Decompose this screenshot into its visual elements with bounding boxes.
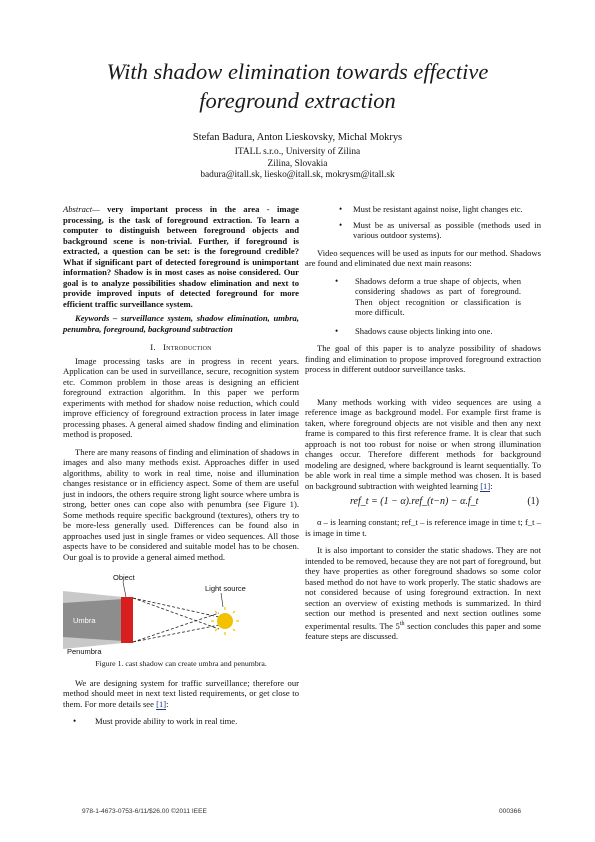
intro-paragraph-1: Image processing tasks are in progress i… [63,355,299,440]
intro-paragraph-6: Many methods working with video sequence… [305,397,541,492]
paragraph-text: : [490,480,493,491]
list-item-text: Must be resistant against noise, light c… [353,204,523,214]
list-item: • Shadows deform a true shape of objects,… [305,276,521,318]
right-column: • Must be resistant against noise, light … [305,204,541,641]
bullet-icon: • [339,204,343,214]
ray-line [132,612,220,643]
affiliation-block: ITALL s.r.o., University of Zilina Zilin… [0,147,595,182]
left-column: Abstract— very important process in the … [63,204,299,727]
figure-1-caption: Figure 1. cast shadow can create umbra a… [95,659,267,668]
list-item-text: Must be as universal as possible (method… [353,219,541,241]
leader-line [220,592,224,608]
bullet-icon: • [335,325,339,336]
abstract-text: very important process in the area - ima… [63,204,299,309]
intro-paragraph-4: Video sequences will be used as inputs f… [305,247,541,269]
bullet-icon: • [73,716,77,726]
equation-1: ref_t = (1 − α).ref_(t−n) − α.f_t (1) [305,495,541,513]
list-item: • Must be as universal as possible (metho… [305,220,541,241]
label-light-source: Light source [205,584,246,593]
abstract-lead: Abstract— [63,204,100,214]
superscript: th [399,620,405,627]
paragraph-text: It is also important to consider the sta… [305,545,541,631]
list-item-text: Shadows cause objects linking into one. [355,325,493,336]
list-item: • Shadows cause objects linking into one. [305,326,521,337]
equation-legend: α – is learning constant; ref_t – is ref… [305,517,541,538]
keywords: Keywords – surveillance system, shadow e… [63,313,299,334]
citation-link[interactable]: [1] [480,480,491,492]
ray-line [132,597,220,630]
footer-copyright: 978-1-4673-0753-6/11/$26.00 ©2011 IEEE [82,808,207,815]
intro-paragraph-2: There are many reasons of finding and el… [63,446,299,562]
list-item: • Must be resistant against noise, light … [305,204,541,215]
citation-link[interactable]: [1] [156,698,167,710]
paper-title: With shadow elimination towards effectiv… [106,59,489,113]
list-item-text: Shadows deform a true shape of objects, … [355,275,521,318]
reasons-list: • Shadows deform a true shape of objects,… [305,276,541,337]
list-item: • Must provide ability to work in real ti… [63,716,299,727]
shadow-diagram: Object Umbra Light source Penumbra [63,573,246,656]
affiliation-org: ITALL s.r.o., University of Zilina [234,147,361,157]
affiliation-emails: badura@itall.sk, liesko@itall.sk, mokrys… [200,170,395,181]
sun-icon [211,607,239,635]
paragraph-text: We are designing system for traffic surv… [63,677,299,709]
list-item-text: Must provide ability to work in real tim… [95,716,238,726]
affiliation-city: Zilina, Slovakia [267,158,328,169]
equation-body: ref_t = (1 − α).ref_(t−n) − α.f_t [350,496,479,507]
requirements-list-right: • Must be resistant against noise, light … [305,204,541,241]
intro-paragraph-5: The goal of this paper is to analyze pos… [305,343,541,374]
requirements-list-left: • Must provide ability to work in real ti… [63,716,299,727]
object-block [121,597,133,643]
label-penumbra: Penumbra [67,647,102,655]
section-heading-introduction: I. Introduction [63,342,299,353]
paragraph-text: : [166,698,169,709]
intro-paragraph-3: We are designing system for traffic surv… [63,678,299,710]
abstract: Abstract— very important process in the … [63,204,299,309]
leader-line [122,581,127,598]
section-title: Introduction [163,342,212,352]
label-umbra: Umbra [73,616,96,625]
bullet-icon: • [339,219,343,230]
paragraph-text: section concludes this paper and some fe… [305,620,541,641]
umbra-region [63,599,123,641]
figure-1: Object Umbra Light source Penumbra [63,569,299,656]
paragraph-text: Many methods working with video sequence… [305,396,541,491]
equation-number: (1) [527,496,539,507]
footer-page-number: 000366 [499,808,522,815]
ray-line [132,597,220,618]
label-object: Object [113,573,136,582]
author-list: Stefan Badura, Anton Lieskovsky, Michal … [192,132,403,143]
bullet-icon: • [335,275,339,286]
section-number: I. [150,342,156,352]
intro-paragraph-7: It is also important to consider the sta… [305,545,541,641]
